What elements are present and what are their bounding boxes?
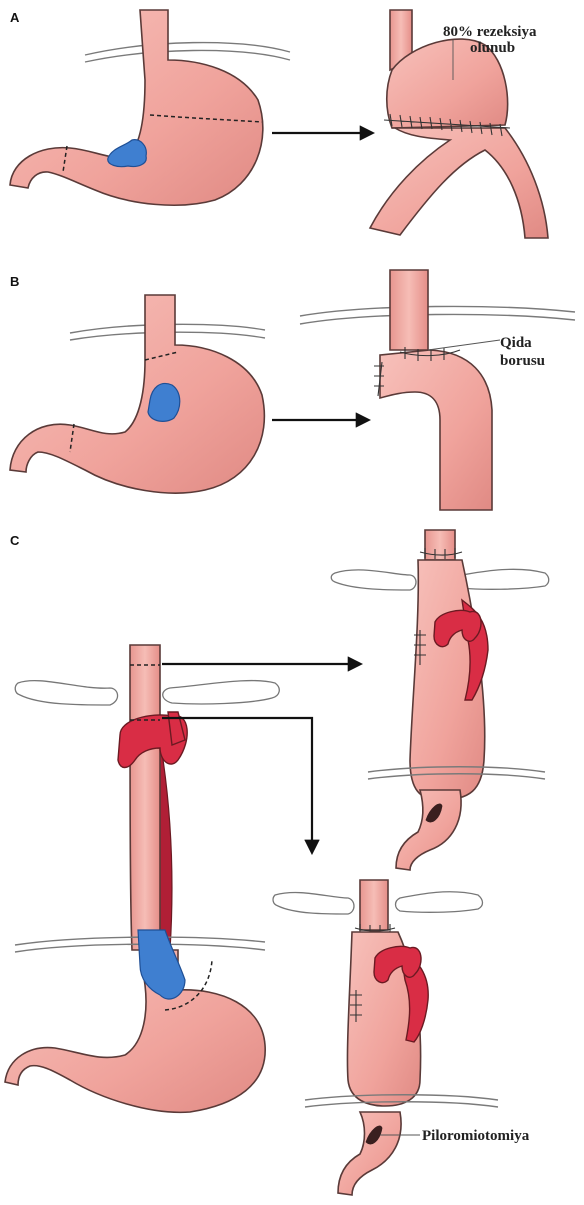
annotation-resection-line1: 80% rezeksiya (443, 24, 537, 40)
clavicle-left (273, 893, 354, 914)
panel-a-stomach-before (10, 10, 290, 205)
clavicle-right (163, 681, 280, 704)
pylorus-segment (396, 790, 461, 870)
annotation-resection-line2: olunub (470, 40, 515, 56)
panel-b: B Qida borusu (10, 270, 575, 510)
cervical-esophagus (360, 880, 388, 930)
panel-a-label: A (10, 10, 20, 25)
clavicle-left (15, 681, 117, 705)
pylorus-segment (338, 1112, 401, 1195)
stomach-shape (5, 950, 265, 1112)
esophagus (390, 270, 428, 350)
panel-a-stomach-after: 80% rezeksiya olunub (370, 10, 548, 238)
annotation-pyloromyotomy: Piloromiotomiya (422, 1128, 530, 1144)
panel-c-after-bottom: Piloromiotomiya (273, 880, 530, 1195)
panel-a: A 80% rezeksiya olunub (10, 10, 548, 238)
panel-c-label: C (10, 533, 20, 548)
annotation-esophagus-line2: borusu (500, 353, 545, 369)
stomach-shape (10, 10, 263, 205)
panel-c: C (5, 530, 549, 1195)
clavicle-right (396, 892, 483, 913)
annotation-leader (428, 340, 500, 350)
clavicle-left (331, 570, 416, 590)
tumor (108, 140, 147, 167)
stomach-shape (10, 295, 264, 493)
diaphragm-line (85, 43, 290, 62)
clavicle-right (457, 569, 549, 589)
annotation-esophagus-line1: Qida (500, 335, 532, 351)
panel-b-after: Qida borusu (300, 270, 575, 510)
panel-c-after-top (331, 530, 549, 870)
esophagus (130, 645, 160, 950)
panel-b-stomach-before (10, 295, 265, 493)
gastric-tube (380, 350, 492, 510)
panel-b-label: B (10, 274, 19, 289)
diaphragm-line (300, 306, 575, 324)
panel-c-before (5, 645, 279, 1112)
jejunal-loop (370, 128, 548, 238)
